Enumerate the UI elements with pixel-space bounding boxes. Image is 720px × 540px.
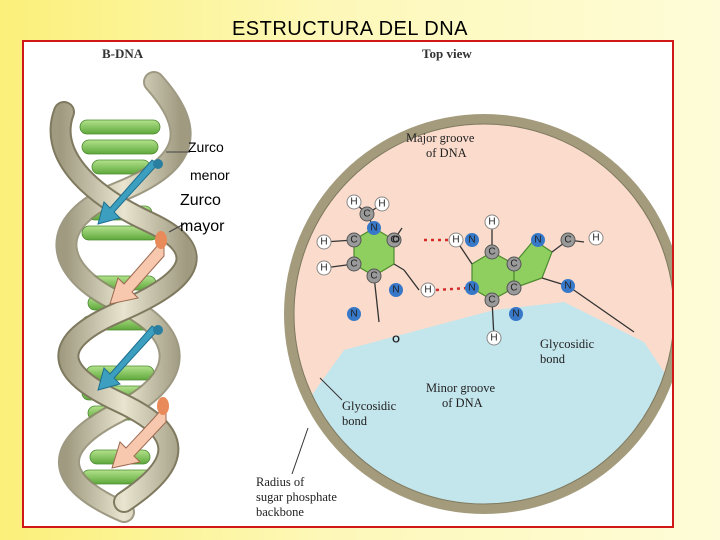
svg-text:N: N <box>468 235 475 246</box>
svg-text:N: N <box>512 309 519 320</box>
nitrogen-atoms: N N N N N N N N <box>347 221 575 321</box>
glycosidic-pointer <box>319 377 343 401</box>
glycosidic-bond-label-right: Glycosidic bond <box>540 337 597 366</box>
svg-text:N: N <box>468 283 475 294</box>
svg-text:H: H <box>452 235 459 246</box>
slide-title: ESTRUCTURA DEL DNA <box>231 18 469 40</box>
zurco-mayor-label-line2: mayor <box>180 218 225 235</box>
svg-text:N: N <box>392 285 399 296</box>
svg-text:N: N <box>534 235 541 246</box>
svg-text:C: C <box>370 271 377 282</box>
hydrogen-bond <box>435 286 469 292</box>
glycosidic-bond-label-left: Glycosidic bond <box>342 399 399 428</box>
major-groove-arrow <box>109 231 169 469</box>
radius-label: Radius of sugar phosphate backbone <box>256 475 340 519</box>
zurco-menor-label-line1: Zurco <box>188 139 224 155</box>
svg-text:O: O <box>392 235 400 246</box>
minor-groove-label: Minor groove of DNA <box>426 381 498 410</box>
svg-text:N: N <box>350 309 357 320</box>
carbon-atoms: C C C C C C C C C C <box>346 206 576 308</box>
svg-text:H: H <box>350 197 357 208</box>
svg-text:H: H <box>424 285 431 296</box>
svg-text:C: C <box>350 235 357 246</box>
svg-text:H: H <box>378 199 385 210</box>
oxygen-atoms: O O <box>392 235 400 346</box>
hydrogen-atoms: H H H H H H H H H <box>316 194 604 346</box>
svg-text:C: C <box>510 259 517 270</box>
svg-text:N: N <box>370 223 377 234</box>
double-helix <box>49 71 198 523</box>
svg-text:H: H <box>592 233 599 244</box>
dna-figure-svg: B-DNA <box>49 46 672 523</box>
svg-text:O: O <box>392 335 400 346</box>
svg-text:N: N <box>564 281 571 292</box>
svg-text:C: C <box>488 247 495 258</box>
svg-text:H: H <box>320 237 327 248</box>
minor-groove-arrow <box>97 159 163 391</box>
svg-text:C: C <box>390 235 397 246</box>
svg-text:C: C <box>564 235 571 246</box>
svg-text:C: C <box>488 295 495 306</box>
top-view-header: Top view <box>422 46 472 61</box>
major-groove-label: Major groove of DNA <box>406 131 478 160</box>
zurco-mayor-label-line1: Zurco <box>180 192 221 209</box>
svg-text:C: C <box>363 209 370 220</box>
svg-text:H: H <box>490 333 497 344</box>
b-dna-header: B-DNA <box>102 46 144 61</box>
major-groove-pointer <box>168 223 185 233</box>
dna-figure: B-DNA <box>22 40 674 528</box>
radius-pointer <box>291 427 309 475</box>
zurco-menor-label-line2: menor <box>190 167 230 183</box>
svg-text:H: H <box>320 263 327 274</box>
top-view: C C C C C C C C C C H H H H H H H H <box>256 114 672 519</box>
svg-text:C: C <box>350 259 357 270</box>
svg-text:H: H <box>488 217 495 228</box>
svg-text:C: C <box>510 283 517 294</box>
